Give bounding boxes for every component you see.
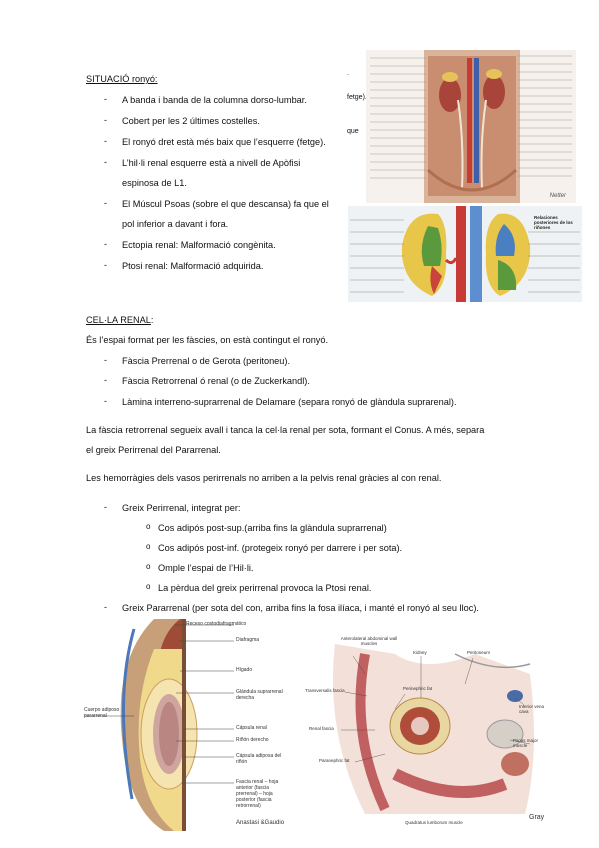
bullet: - [104,355,107,365]
sub-bullet: o [146,562,151,571]
bullet: - [104,396,107,406]
bullet: - [104,260,107,270]
sub-item: La pèrdua del greix perirrenal provoca l… [158,583,372,593]
situacio-item: Cobert per les 2 últimes costelles. [122,116,260,126]
situacio-item: Ectopia renal: Malformació congènita. [122,240,276,250]
sub-bullet: o [146,582,151,591]
cella-item: Fàscia Prerrenal o de Gerota (peritoneu)… [122,356,291,366]
fig-label: Receso costodiafragmático [186,621,247,627]
fig-label: Glándula suprarrenal derecha [236,689,283,701]
cella-paragraph: el greix Perirrenal del Pararrenal. [86,445,221,455]
fig-label: Transversalis fascia [305,688,345,693]
figure-renal-sagittal: Receso costodiafragmático Diafragma Híga… [84,619,294,831]
sub-item: Omple l’espai de l’Hil·li. [158,563,254,573]
sub-bullet: o [146,522,151,531]
bullet: - [104,94,107,104]
situacio-item-cont: pol inferior a davant i fora. [122,219,229,229]
bullet: - [104,136,107,146]
greix-pararrenal: Greix Pararrenal (per sota del con, arri… [122,603,479,613]
figure-title: Relaciones posteriores de los riñones [534,215,573,230]
fig-label: Psoas major muscle [513,738,539,748]
cella-item: Làmina interreno-suprarrenal de Delamare… [122,397,457,407]
fig-label: Hígado [236,667,253,673]
situacio-item: El Múscul Psoas (sobre el que descansa) … [122,199,329,209]
figure-kidneys-anterior: Netter [366,50,576,203]
greix-perirrenal: Greix Perirrenal, integrat per: [122,503,241,513]
fig-label: Renal fascia [309,726,334,731]
fig-label: Inferior vena cava [519,704,545,714]
cella-heading-colon: : [150,315,154,325]
situacio-item: A banda i banda de la columna dorso-lumb… [122,95,307,105]
figure-signature: Netter [549,193,566,199]
edge-fragment: que [347,128,359,135]
bullet: - [104,602,107,612]
cella-paragraph: Les hemorràgies dels vasos perirrenals n… [86,473,442,483]
bullet: - [104,375,107,385]
figure-credit: Gray [529,814,545,821]
figure-credit: Anastasi &Gaudio [236,820,285,826]
figure-kidneys-posterior: Relaciones posteriores de los riñones [348,206,582,302]
fig-label: Cuerpo adiposo pararrenal [84,707,120,719]
cella-paragraph: La fàscia retrorrenal segueix avall i ta… [86,425,485,435]
fig-label: Riñón derecho [236,737,269,743]
fig-label: Kidney [413,650,427,655]
situacio-item-cont: espinosa de L1. [122,178,187,188]
bullet: - [104,157,107,167]
fig-label: Peritoneum [467,650,491,655]
situacio-item: L’hil·li renal esquerre està a nivell de… [122,158,301,168]
cella-heading: CEL·LA RENAL: [86,314,153,326]
bullet: - [104,502,107,512]
bullet: - [104,115,107,125]
figure-renal-transverse: Anterolateral abdominal wall muscles Kid… [305,634,554,830]
cella-item: Fàscia Retrorrenal ó renal (o de Zuckerk… [122,376,310,386]
fig-label: Diafragma [236,637,260,643]
bullet: - [104,239,107,249]
situacio-heading: SITUACIÓ ronyó: [86,74,158,84]
fig-label: Cápsula renal [236,725,267,731]
sub-item: Cos adipós post-sup.(arriba fins la glàn… [158,523,387,533]
edge-fragment: . [347,70,349,77]
fig-label: Anterolateral abdominal wall muscles [340,636,398,646]
cella-heading-text: CEL·LA RENAL [86,315,151,325]
cella-intro: És l’espai format per les fàscies, on es… [86,335,329,345]
fig-label: Cápsula adiposa del riñón [236,753,282,765]
situacio-item: Ptosi renal: Malformació adquirida. [122,261,264,271]
fig-label: Quadratus lumborum muscle [405,820,463,825]
situacio-item: El ronyó dret està més baix que l’esquer… [122,137,326,147]
fig-label: Paranephric fat [319,758,350,763]
fig-label: Perinephric fat [403,686,433,691]
sub-bullet: o [146,542,151,551]
edge-fragment: fetge). [347,94,367,101]
bullet: - [104,198,107,208]
fig-label: Fascia renal – hoja anterior (fascia pre… [236,779,279,809]
sub-item: Cos adipós post-inf. (protegeix ronyó pe… [158,543,403,553]
